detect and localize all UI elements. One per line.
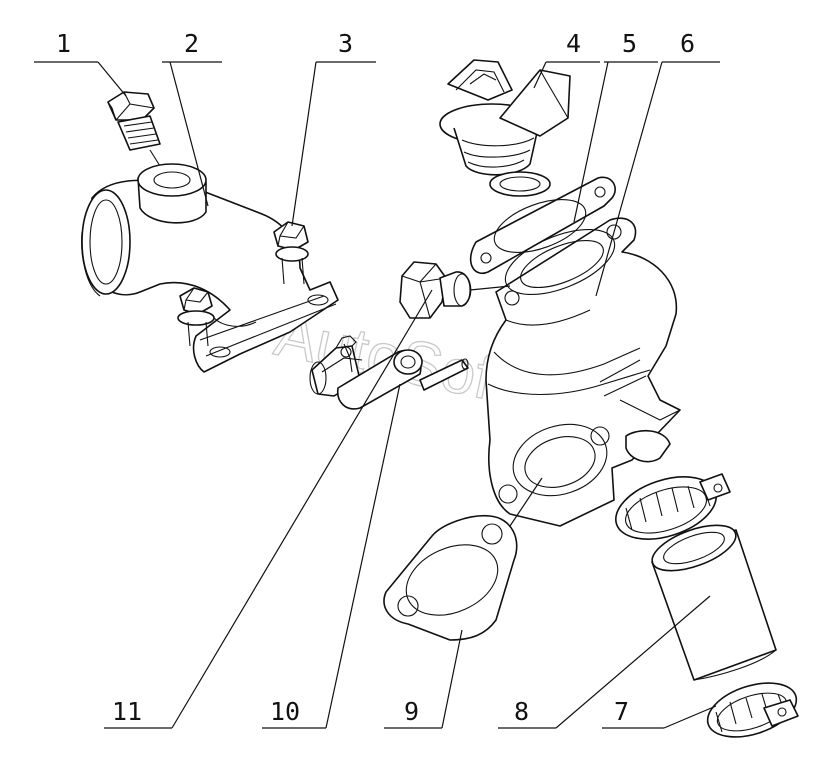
callout-1: 1 bbox=[56, 29, 71, 58]
callout-3: 3 bbox=[338, 29, 353, 58]
callout-2: 2 bbox=[184, 29, 199, 58]
part-9-outlet-gasket bbox=[383, 514, 518, 641]
callout-4: 4 bbox=[566, 29, 581, 58]
part-4-thermostat bbox=[439, 59, 571, 197]
callout-11: 11 bbox=[112, 697, 142, 726]
callout-labels: 1 2 3 4 5 6 7 8 9 10 11 bbox=[56, 29, 695, 726]
part-6-thermostat-housing bbox=[485, 217, 681, 527]
hex-union-fitting bbox=[399, 261, 472, 319]
part-2-outlet-elbow bbox=[81, 163, 339, 373]
part-8-water-hose bbox=[651, 524, 777, 681]
leader-lines bbox=[34, 61, 720, 729]
part-5-thermostat-gasket bbox=[470, 176, 616, 275]
part-7-hose-clamp-lower bbox=[706, 682, 799, 738]
part-3-bolt bbox=[177, 221, 309, 347]
callout-9: 9 bbox=[404, 697, 419, 726]
callout-5: 5 bbox=[622, 29, 637, 58]
part-7-hose-clamp-upper bbox=[614, 473, 731, 540]
callout-6: 6 bbox=[680, 29, 695, 58]
callout-10: 10 bbox=[270, 697, 300, 726]
callout-7: 7 bbox=[614, 697, 629, 726]
callout-8: 8 bbox=[514, 697, 529, 726]
part-1-plug-bolt bbox=[107, 91, 161, 167]
